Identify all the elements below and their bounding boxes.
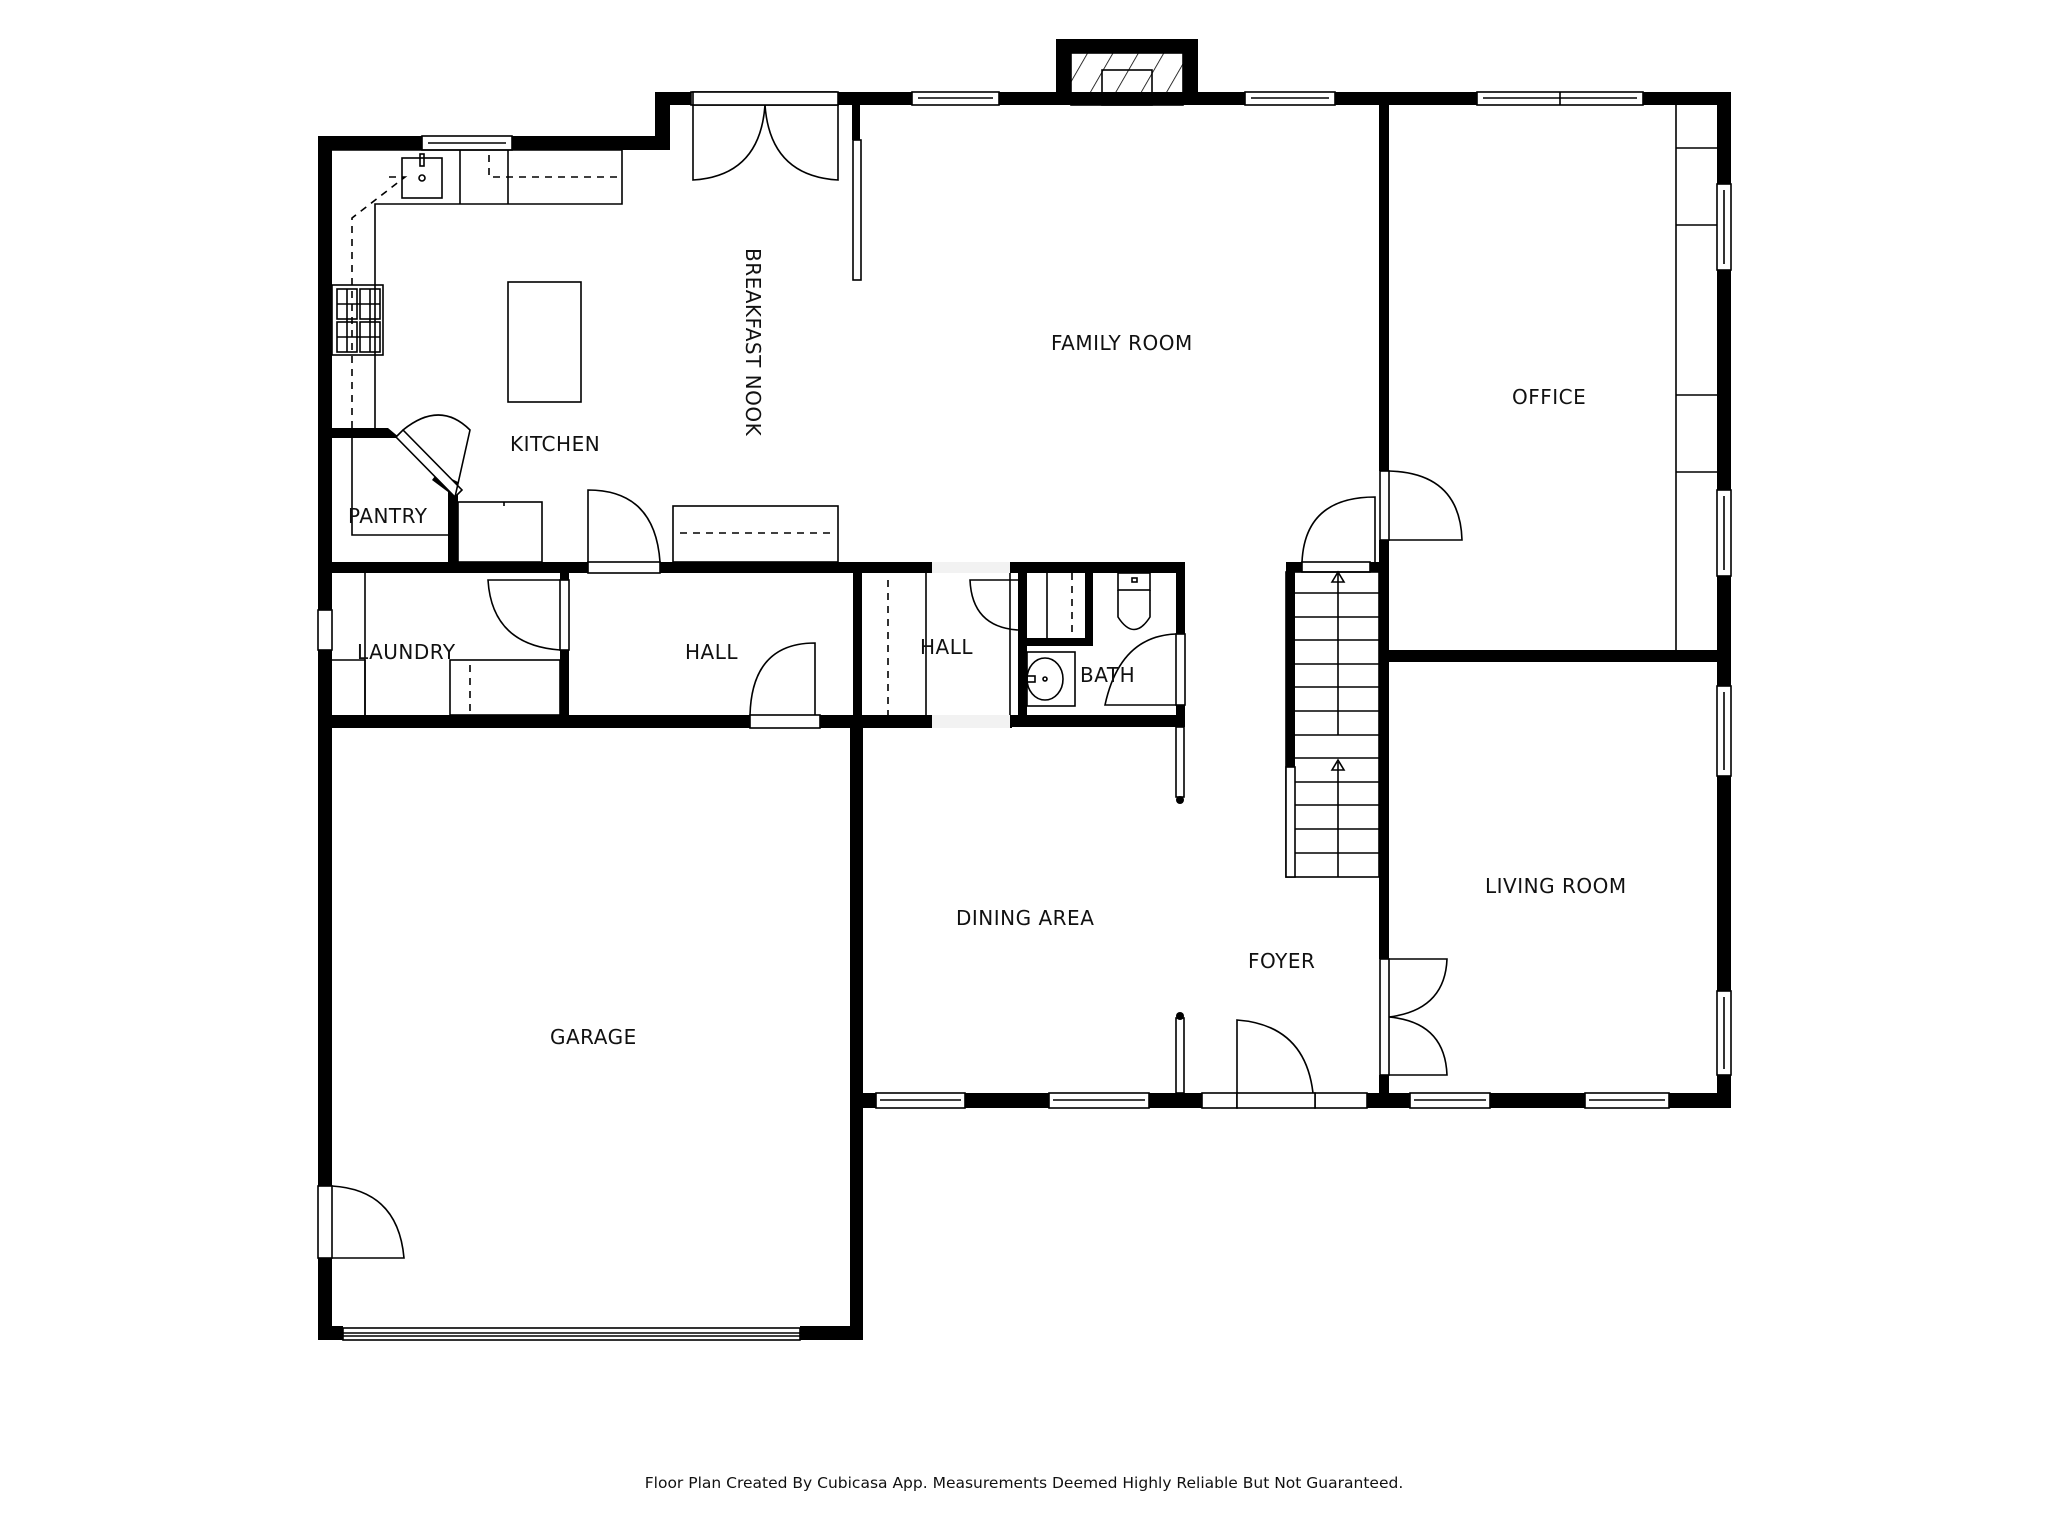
room-label-breakfast-nook: BREAKFAST NOOK — [741, 248, 765, 437]
garage-side-door[interactable] — [317, 1185, 405, 1259]
room-label-hall: HALL — [685, 640, 738, 664]
closet-door[interactable] — [969, 579, 1019, 631]
kitchen-island — [507, 281, 582, 403]
room-label-office: OFFICE — [1512, 385, 1586, 409]
doors — [317, 91, 1463, 1259]
room-label-dining-area: DINING AREA — [956, 906, 1094, 930]
living-double-door[interactable] — [1379, 958, 1448, 1076]
stove-icon — [331, 284, 384, 356]
pantry-door[interactable] — [394, 414, 471, 499]
stairs — [1285, 570, 1380, 878]
french-door[interactable] — [692, 91, 839, 181]
kitchen-hall-door[interactable] — [587, 489, 661, 574]
fixtures — [331, 105, 1717, 716]
stair-up-arrow-icon — [1330, 570, 1346, 583]
room-labels: KITCHEN BREAKFAST NOOK FAMILY ROOM OFFIC… — [348, 248, 1627, 1049]
room-label-kitchen: KITCHEN — [510, 432, 600, 456]
bath-door[interactable] — [1104, 633, 1186, 706]
footer-disclaimer: Floor Plan Created By Cubicasa App. Meas… — [644, 1474, 1404, 1492]
garage-entry-door[interactable] — [749, 642, 821, 729]
walls — [318, 39, 1731, 1340]
room-label-pantry: PANTRY — [348, 504, 428, 528]
laundry-door[interactable] — [487, 579, 570, 651]
toilet-icon — [1117, 572, 1151, 631]
office-door[interactable] — [1379, 470, 1463, 541]
room-label-family-room: FAMILY ROOM — [1051, 331, 1193, 355]
room-label-bath: BATH — [1080, 663, 1135, 687]
stair-door[interactable] — [1301, 496, 1376, 573]
bath-sink-icon — [1026, 651, 1076, 707]
room-label-living-room: LIVING ROOM — [1485, 874, 1627, 898]
kitchen-sink-icon — [401, 153, 443, 199]
room-label-hall-2: HALL — [920, 635, 973, 659]
front-door[interactable] — [1236, 1019, 1316, 1109]
fireplace-icon — [1070, 52, 1184, 106]
stair-up-arrow-icon — [1330, 758, 1346, 771]
room-label-laundry: LAUNDRY — [357, 640, 456, 664]
room-label-foyer: FOYER — [1248, 949, 1315, 973]
room-label-garage: GARAGE — [550, 1025, 637, 1049]
